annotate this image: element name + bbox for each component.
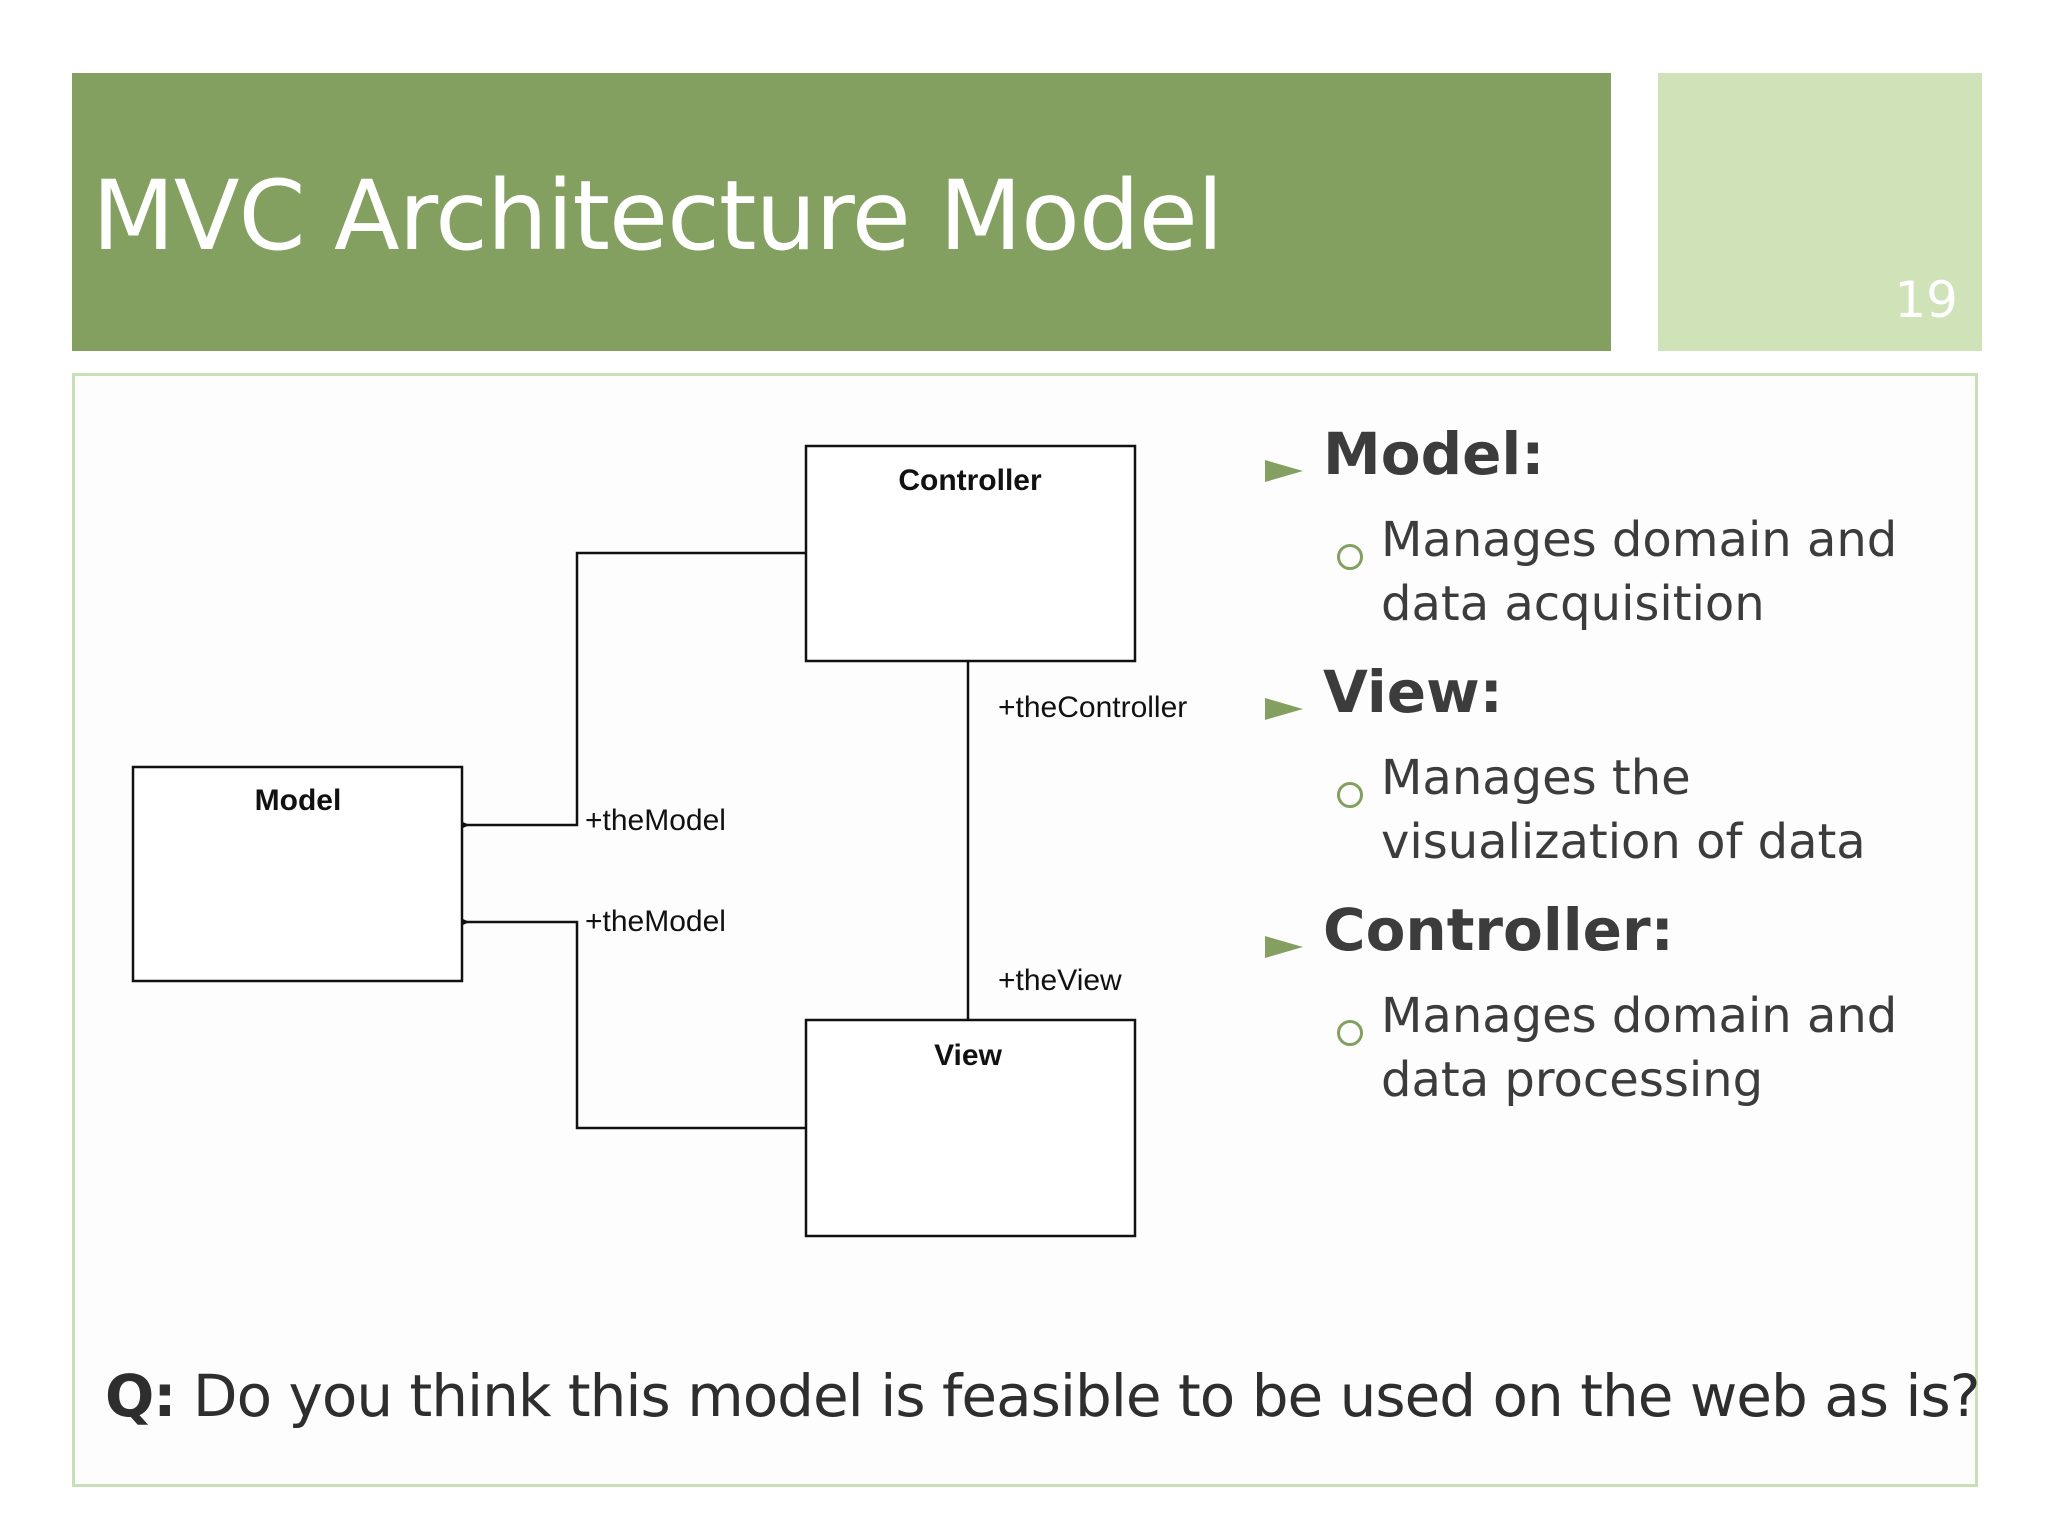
controller-class-box xyxy=(804,444,1137,663)
role-the-model-top: +theModel xyxy=(585,804,726,837)
bullet-detail: Manages domain and data processing xyxy=(1335,984,1965,1134)
bullet-detail-line: visualization of data xyxy=(1381,814,1866,870)
view-model-connector xyxy=(466,922,806,1130)
bullet-detail: Manages the visualization of data xyxy=(1335,746,1965,896)
bullet-view: View: Manages the visualization of data xyxy=(1265,658,1965,896)
title-bar xyxy=(72,73,1611,351)
role-the-controller: +theController xyxy=(998,691,1187,724)
circle-bullet-icon xyxy=(1337,1020,1363,1046)
role-the-model-bottom: +theModel xyxy=(585,905,726,938)
view-class-box xyxy=(804,1018,1137,1238)
triangle-bullet-icon xyxy=(1265,460,1303,482)
model-class-box xyxy=(131,765,464,983)
bullet-detail: Manages domain and data acquisition xyxy=(1335,508,1965,658)
bullet-head: Controller: xyxy=(1265,896,1965,976)
circle-bullet-icon xyxy=(1337,782,1363,808)
question-text: Do you think this model is feasible to b… xyxy=(175,1362,1981,1430)
controller-class-label: Controller xyxy=(898,464,1042,497)
bullet-detail-line: Manages domain and xyxy=(1381,988,1898,1044)
slide-number-box: 19 xyxy=(1658,73,1982,351)
role-the-view: +theView xyxy=(998,964,1122,997)
triangle-bullet-icon xyxy=(1265,698,1303,720)
view-class-label: View xyxy=(934,1039,1002,1072)
bullet-model: Model: Manages domain and data acquisiti… xyxy=(1265,420,1965,658)
bullet-detail-line: data processing xyxy=(1381,1052,1764,1108)
discussion-question: Q: Do you think this model is feasible t… xyxy=(105,1362,1981,1430)
circle-bullet-icon xyxy=(1337,544,1363,570)
bullet-list: Model: Manages domain and data acquisiti… xyxy=(1265,420,1965,1134)
slide-number: 19 xyxy=(1894,271,1958,329)
bullet-detail-line: Manages domain and xyxy=(1381,512,1898,568)
question-prefix: Q: xyxy=(105,1362,176,1430)
bullet-title: View: xyxy=(1323,658,1503,726)
bullet-controller: Controller: Manages domain and data proc… xyxy=(1265,896,1965,1134)
bullet-head: Model: xyxy=(1265,420,1965,500)
bullet-title: Controller: xyxy=(1323,896,1674,964)
bullet-title: Model: xyxy=(1323,420,1545,488)
bullet-detail-line: Manages the xyxy=(1381,750,1691,806)
controller-model-connector xyxy=(466,551,806,825)
model-class-label: Model xyxy=(255,784,342,817)
bullet-detail-line: data acquisition xyxy=(1381,576,1765,632)
triangle-bullet-icon xyxy=(1265,936,1303,958)
bullet-head: View: xyxy=(1265,658,1965,738)
slide-title: MVC Architecture Model xyxy=(92,160,1224,272)
